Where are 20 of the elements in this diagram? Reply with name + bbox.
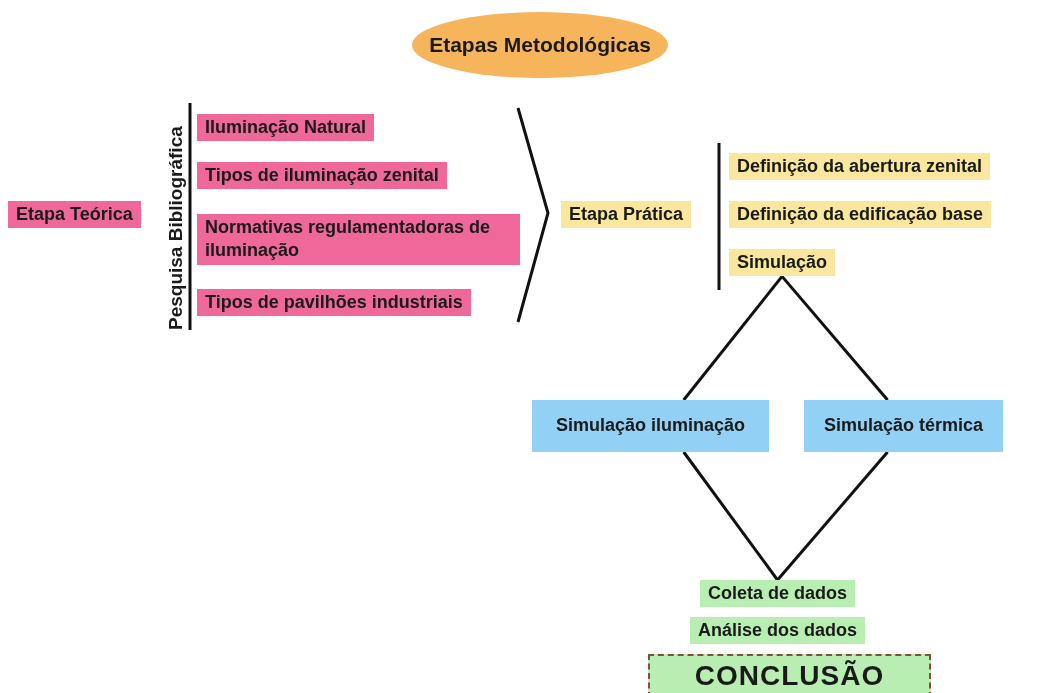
conclusion-box: CONCLUSÃO bbox=[648, 654, 931, 693]
connector-line bbox=[776, 451, 889, 581]
step-box: Definição da edificação base bbox=[729, 201, 992, 229]
step-box: Simulação iluminação bbox=[532, 400, 769, 452]
connector-line bbox=[682, 275, 784, 401]
step-box: Simulação térmica bbox=[804, 400, 1003, 452]
step-box: Simulação bbox=[729, 249, 836, 277]
step-box: Coleta de dados bbox=[700, 580, 856, 608]
connector-line bbox=[682, 451, 779, 581]
step-box: Iluminação Natural bbox=[197, 114, 375, 142]
step-box: Definição da abertura zenital bbox=[729, 153, 991, 181]
title-ellipse: Etapas Metodológicas bbox=[412, 12, 668, 78]
step-box: Etapa Teórica bbox=[8, 201, 141, 229]
connector-line bbox=[780, 275, 889, 401]
step-box: Tipos de pavilhões industriais bbox=[197, 289, 471, 317]
step-box: Análise dos dados bbox=[690, 617, 866, 645]
vertical-label: Pesquisa Bibliográfica bbox=[164, 126, 189, 330]
step-box: Etapa Prática bbox=[561, 201, 692, 229]
step-box: Tipos de iluminação zenital bbox=[197, 162, 447, 190]
step-box: Normativas regulamentadoras de iluminação bbox=[197, 214, 520, 265]
